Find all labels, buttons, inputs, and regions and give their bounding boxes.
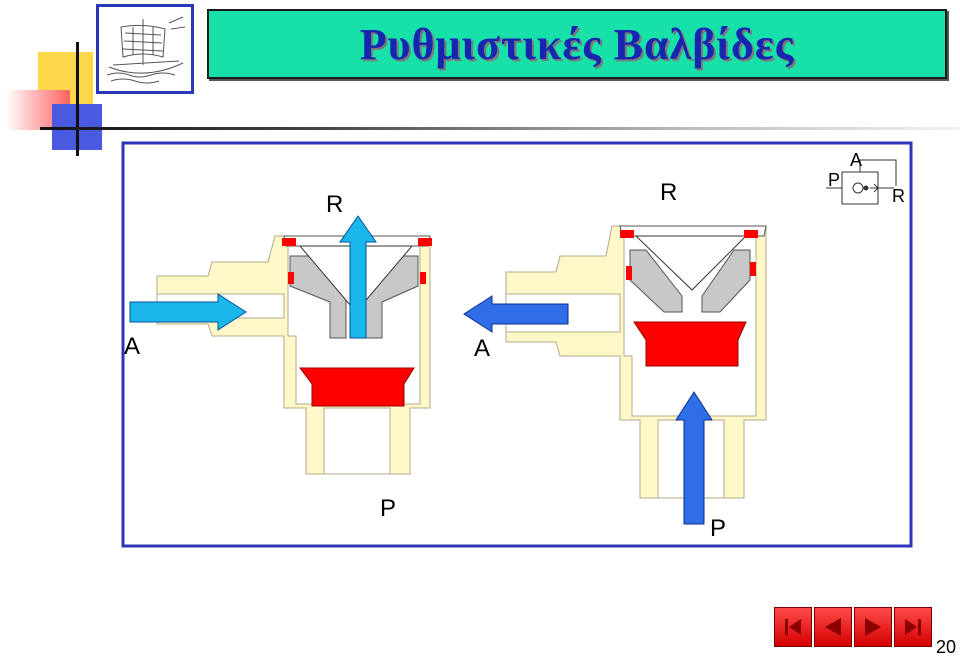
symbol-check-ball <box>852 182 864 194</box>
left-valve-seal-tr <box>418 238 432 246</box>
skip-back-icon <box>785 619 801 635</box>
symbol-arrow <box>870 183 879 193</box>
symbol-line-a <box>859 159 897 186</box>
triangle-right-icon <box>865 618 881 636</box>
left-label-r: R <box>326 191 343 218</box>
nav-previous-button[interactable] <box>814 607 852 647</box>
nav-next-button[interactable] <box>854 607 892 647</box>
right-label-p: P <box>710 515 726 542</box>
right-valve-seal-mr <box>750 262 756 276</box>
decor-vertical-line <box>76 42 79 156</box>
right-label-r: R <box>660 179 677 206</box>
nav-last-button[interactable] <box>894 607 932 647</box>
left-valve-seal-mr <box>420 272 426 284</box>
right-valve-piston <box>633 321 747 367</box>
left-valve-arrow-r <box>339 215 377 339</box>
symbol-label-p: P <box>828 170 840 190</box>
right-valve-seal-tl <box>620 230 634 238</box>
symbol-label-r: R <box>892 186 905 206</box>
ship-logo <box>96 4 194 94</box>
nav-first-button[interactable] <box>774 607 812 647</box>
left-valve-arrow-a <box>129 293 247 331</box>
diagram-frame <box>121 141 913 548</box>
right-valve-arrow-a <box>463 295 569 333</box>
right-valve <box>463 225 767 525</box>
skip-forward-icon <box>905 619 921 635</box>
left-valve-seal-tl <box>282 238 296 246</box>
symbol-dot <box>863 185 869 191</box>
right-valve-cone <box>634 235 748 291</box>
right-label-a: A <box>474 335 490 362</box>
decor-horizontal-line <box>40 127 960 130</box>
left-valve-piston <box>299 367 415 407</box>
right-valve-seal-ml <box>626 266 632 280</box>
valve-symbol <box>826 159 897 205</box>
left-valve-bore <box>323 407 391 475</box>
left-valve-seal-ml <box>288 272 294 284</box>
page-number: 20 <box>936 637 957 657</box>
symbol-label-a: A <box>850 150 862 170</box>
left-label-p: P <box>380 495 396 522</box>
title-banner: Ρυθμιστικές Βαλβίδες <box>207 9 947 79</box>
right-valve-diaphragm-right <box>701 249 751 313</box>
page-title: Ρυθμιστικές Βαλβίδες <box>359 19 795 69</box>
right-valve-arrow-p <box>675 391 713 525</box>
right-valve-seal-tr <box>744 230 758 238</box>
ship-icon <box>106 16 186 84</box>
slide-navigation <box>774 607 934 647</box>
triangle-left-icon <box>825 618 841 636</box>
left-label-a: A <box>124 333 140 360</box>
left-valve <box>129 215 432 475</box>
